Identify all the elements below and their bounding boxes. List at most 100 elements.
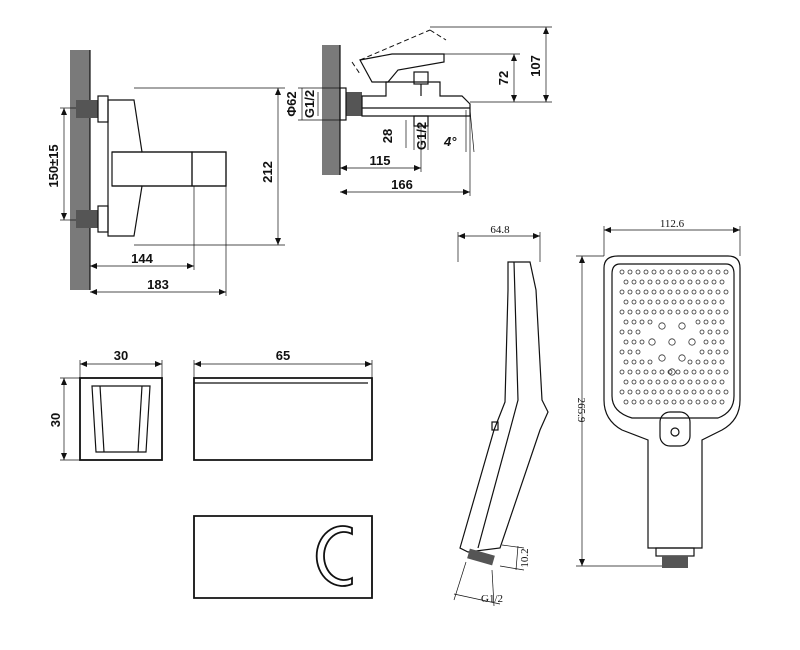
nozzle bbox=[623, 319, 629, 325]
holder-top-outline bbox=[193, 515, 373, 599]
nozzle bbox=[643, 389, 649, 395]
nozzle bbox=[627, 329, 633, 335]
nozzle bbox=[715, 269, 721, 275]
nozzle bbox=[695, 279, 701, 285]
side-total-height-label: 107 bbox=[528, 55, 543, 77]
nozzle bbox=[619, 329, 625, 335]
side-angle-label: 4° bbox=[443, 134, 457, 149]
nozzle-grid bbox=[619, 269, 729, 405]
nozzle bbox=[715, 329, 721, 335]
nozzle bbox=[623, 299, 629, 305]
nozzle bbox=[703, 319, 709, 325]
nozzle bbox=[631, 279, 637, 285]
nozzle bbox=[675, 269, 681, 275]
nozzle bbox=[667, 269, 673, 275]
nozzle bbox=[659, 269, 665, 275]
spray-button[interactable] bbox=[659, 411, 691, 447]
side-view: 107 72 Φ62 G1/2 28 G1/2 4° 115 166 bbox=[284, 26, 552, 196]
nozzle bbox=[623, 359, 629, 365]
nozzle bbox=[719, 359, 725, 365]
nozzle bbox=[627, 269, 633, 275]
nozzle bbox=[707, 269, 713, 275]
center-nozzle bbox=[678, 354, 686, 362]
nozzle bbox=[635, 389, 641, 395]
nozzle bbox=[635, 309, 641, 315]
holder-top-view bbox=[193, 515, 373, 599]
center-nozzle bbox=[648, 338, 656, 346]
nozzle bbox=[695, 319, 701, 325]
nozzle bbox=[647, 379, 653, 385]
nozzle bbox=[691, 369, 697, 375]
nozzle bbox=[703, 339, 709, 345]
nozzle bbox=[715, 289, 721, 295]
nozzle bbox=[711, 279, 717, 285]
nozzle bbox=[651, 389, 657, 395]
nozzle bbox=[627, 289, 633, 295]
nozzle bbox=[699, 389, 705, 395]
nozzle bbox=[723, 369, 729, 375]
nozzle bbox=[719, 379, 725, 385]
nozzle bbox=[635, 369, 641, 375]
nozzle bbox=[707, 309, 713, 315]
nozzle bbox=[695, 379, 701, 385]
nozzle bbox=[687, 279, 693, 285]
center-nozzle bbox=[668, 368, 676, 376]
nozzle bbox=[639, 359, 645, 365]
nozzle bbox=[671, 399, 677, 405]
hand-shower-thread-label: G1/2 bbox=[481, 593, 503, 605]
nozzle bbox=[703, 359, 709, 365]
nozzle bbox=[695, 359, 701, 365]
nozzle bbox=[635, 269, 641, 275]
nozzle bbox=[643, 369, 649, 375]
nozzle bbox=[631, 359, 637, 365]
nozzle bbox=[619, 269, 625, 275]
nozzle bbox=[635, 349, 641, 355]
front-width-label: 183 bbox=[147, 277, 169, 292]
nozzle bbox=[671, 279, 677, 285]
nozzle bbox=[683, 289, 689, 295]
nozzle bbox=[687, 359, 693, 365]
nozzle bbox=[699, 369, 705, 375]
nozzle bbox=[659, 369, 665, 375]
nozzle bbox=[651, 269, 657, 275]
nozzle bbox=[703, 379, 709, 385]
holder-height-label: 30 bbox=[48, 413, 63, 427]
nozzle bbox=[639, 399, 645, 405]
nozzle bbox=[647, 299, 653, 305]
nozzle bbox=[719, 319, 725, 325]
holder-front-view: 30 30 bbox=[48, 348, 163, 461]
nozzle bbox=[655, 279, 661, 285]
nozzle bbox=[715, 369, 721, 375]
nozzle bbox=[663, 379, 669, 385]
nozzle bbox=[711, 339, 717, 345]
nozzle bbox=[655, 299, 661, 305]
nozzle bbox=[699, 309, 705, 315]
nozzle bbox=[667, 289, 673, 295]
nozzle bbox=[683, 389, 689, 395]
nozzle bbox=[691, 389, 697, 395]
nozzle bbox=[663, 279, 669, 285]
hand-shower-side-body bbox=[459, 261, 549, 553]
nozzle bbox=[711, 379, 717, 385]
nozzle bbox=[719, 339, 725, 345]
holder-clip bbox=[315, 525, 353, 587]
nozzle bbox=[703, 399, 709, 405]
holder-length-label: 65 bbox=[276, 348, 290, 363]
bottom-connector bbox=[76, 210, 98, 228]
nozzle bbox=[639, 379, 645, 385]
side-spout-height-label: 72 bbox=[496, 71, 511, 85]
handle-swing-line bbox=[359, 29, 431, 61]
front-spacing-label: 150±15 bbox=[46, 144, 61, 187]
nozzle bbox=[623, 339, 629, 345]
hose-thread bbox=[662, 556, 688, 568]
nozzle bbox=[687, 299, 693, 305]
spray-button-dot bbox=[670, 427, 680, 437]
hand-shower-front-body bbox=[603, 255, 741, 549]
nozzle bbox=[655, 399, 661, 405]
nozzle bbox=[623, 279, 629, 285]
nozzle bbox=[715, 349, 721, 355]
nozzle bbox=[627, 309, 633, 315]
hand-shower-thread bbox=[467, 548, 495, 566]
nozzle bbox=[691, 289, 697, 295]
